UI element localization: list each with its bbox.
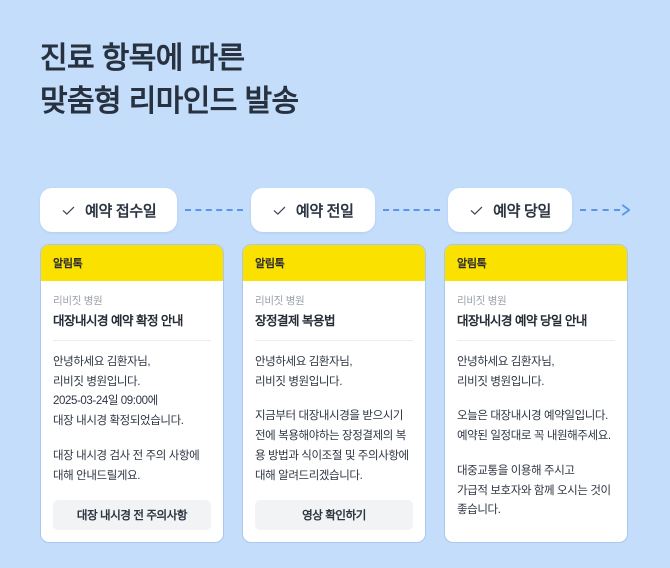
card-action-button[interactable]: 대장 내시경 전 주의사항 — [53, 500, 211, 531]
card-title: 장정결제 복용법 — [255, 314, 335, 328]
arrow-right-icon — [621, 203, 632, 217]
card-paragraph: 대중교통을 이용해 주시고 가급적 보호자와 함께 오시는 것이 좋습니다. — [457, 464, 611, 517]
card-body: 리비짓 병원 대장내시경 예약 확정 안내 안녕하세요 김환자님, 리비짓 병원… — [41, 281, 223, 542]
card-title: 대장내시경 예약 당일 안내 — [457, 314, 587, 328]
channel-badge: 알림톡 — [255, 258, 285, 270]
step-indicator: 예약 접수일 예약 전일 예약 당일 — [40, 188, 640, 232]
step-connector-3 — [580, 204, 632, 216]
step-chip-same-day[interactable]: 예약 당일 — [448, 188, 572, 232]
page-title: 진료 항목에 따른 맞춤형 리마인드 발송 — [40, 42, 299, 118]
dashed-line — [580, 209, 620, 211]
card-paragraph: 안녕하세요 김환자님, 리비짓 병원입니다. — [255, 355, 353, 388]
divider — [53, 339, 211, 341]
check-icon — [469, 203, 484, 218]
card-paragraph: 안녕하세요 김환자님, 리비짓 병원입니다. 2025-03-24일 09:00… — [53, 355, 184, 428]
card-header: 알림톡 — [445, 245, 627, 281]
card-header: 알림톡 — [41, 245, 223, 281]
step-chip-day-before[interactable]: 예약 전일 — [250, 188, 375, 232]
card-title: 대장내시경 예약 확정 안내 — [53, 314, 183, 328]
card-paragraph: 대장 내시경 검사 전 주의 사항에 대해 안내드릴게요. — [53, 449, 200, 482]
card-paragraph: 오늘은 대장내시경 예약일입니다. 예약된 일정대로 꼭 내원해주세요. — [457, 410, 611, 443]
card-paragraph: 안녕하세요 김환자님, 리비짓 병원입니다. — [457, 355, 555, 388]
divider — [255, 339, 413, 341]
message-card: 알림톡 리비짓 병원 대장내시경 예약 당일 안내 안녕하세요 김환자님, 리비… — [444, 244, 628, 544]
dashed-line — [382, 209, 441, 211]
check-icon — [272, 203, 287, 218]
step-chip-label: 예약 접수일 — [85, 202, 157, 220]
step-chip-label: 예약 당일 — [493, 202, 551, 220]
card-sender: 리비짓 병원 — [255, 295, 305, 307]
step-chip-label: 예약 전일 — [295, 202, 354, 220]
check-icon — [61, 203, 76, 218]
card-sender: 리비짓 병원 — [53, 295, 103, 307]
card-action-button[interactable]: 영상 확인하기 — [255, 500, 413, 531]
card-header: 알림톡 — [243, 245, 425, 281]
channel-badge: 알림톡 — [53, 258, 83, 270]
card-sender: 리비짓 병원 — [457, 295, 507, 307]
step-chip-reservation-received[interactable]: 예약 접수일 — [40, 188, 178, 232]
step-connector-2 — [382, 209, 441, 211]
card-paragraph: 지금부터 대장내시경을 받으시기 전에 복용해야하는 장정결제의 복용 방법과 … — [255, 410, 409, 482]
card-body: 리비짓 병원 대장내시경 예약 당일 안내 안녕하세요 김환자님, 리비짓 병원… — [445, 281, 627, 542]
step-connector-1 — [185, 209, 243, 211]
divider — [457, 339, 615, 341]
message-card: 알림톡 리비짓 병원 장정결제 복용법 안녕하세요 김환자님, 리비짓 병원입니… — [242, 244, 426, 544]
card-body: 리비짓 병원 장정결제 복용법 안녕하세요 김환자님, 리비짓 병원입니다. 지… — [243, 281, 425, 542]
message-card: 알림톡 리비짓 병원 대장내시경 예약 확정 안내 안녕하세요 김환자님, 리비… — [40, 244, 224, 544]
channel-badge: 알림톡 — [457, 258, 487, 270]
dashed-line — [185, 209, 243, 211]
message-card-list: 알림톡 리비짓 병원 대장내시경 예약 확정 안내 안녕하세요 김환자님, 리비… — [40, 244, 630, 544]
